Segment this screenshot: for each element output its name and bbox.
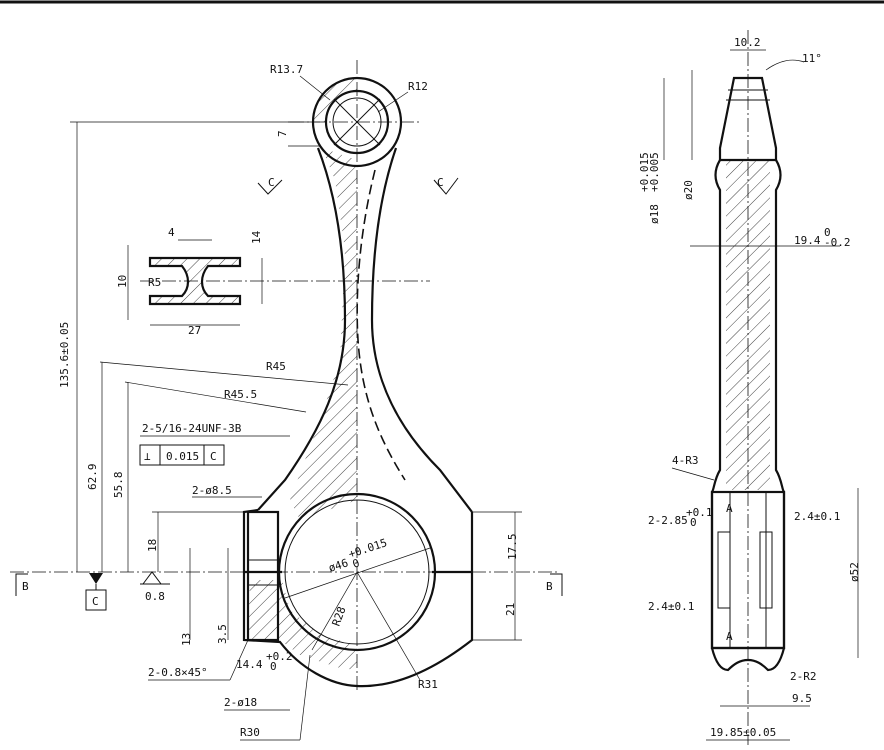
- tol-datum: C: [210, 450, 217, 463]
- big-end-outer: [242, 508, 474, 688]
- label-d17-5: 17.5: [506, 534, 519, 561]
- section-b-left-label: B: [22, 580, 29, 593]
- label-o52: ø52: [848, 562, 861, 582]
- label-side-11deg: 11°: [802, 52, 822, 65]
- label-r13-7: R13.7: [270, 63, 303, 76]
- label-d7: 7: [276, 130, 289, 137]
- label-d21: 21: [504, 603, 517, 616]
- label-width: 14.4: [236, 658, 263, 671]
- label-beam: 19.4: [794, 234, 821, 247]
- bolt-hole-section: [246, 510, 280, 642]
- section-c-right-arrow: [433, 177, 459, 195]
- datum-box: [85, 589, 107, 611]
- label-d13: 13: [180, 633, 193, 646]
- front-view: C C R13.7 R12 7 4 14 10 R5 27 135.6±0.05…: [10, 60, 563, 741]
- side-view: 10.2 11° ø18 +0.015 +0.005 ø20 19.4 0 -0…: [638, 30, 861, 745]
- label-d62-9: 62.9: [86, 464, 99, 491]
- label-d3-5: 3.5: [216, 624, 229, 644]
- label-r5: R5: [148, 276, 161, 289]
- rod-beam-left: [257, 147, 347, 511]
- section-b-left-arrow: [15, 573, 28, 596]
- leader-r12: [377, 91, 409, 113]
- tol-value: 0.015: [166, 450, 199, 463]
- label-pin-upper: +0.015: [638, 152, 651, 192]
- side-beam-hatch: [726, 160, 770, 490]
- label-d0-8: 0.8: [145, 590, 165, 603]
- label-chamfer: 2-0.8×45°: [148, 666, 208, 679]
- perpendicular-icon: ⊥: [144, 450, 151, 463]
- label-o18: 2-ø18: [224, 696, 257, 709]
- label-overall-length: 135.6±0.05: [58, 322, 71, 388]
- label-d4: 4: [168, 226, 175, 239]
- angle-arc: [765, 59, 805, 71]
- section-c-left-label: C: [268, 176, 275, 189]
- label-big-bore: ø46: [327, 556, 350, 575]
- label-r31: R31: [418, 678, 438, 691]
- label-side-10-2: 10.2: [734, 36, 761, 49]
- label-d18: 18: [146, 539, 159, 552]
- front-section-hatch: [248, 78, 357, 670]
- leader-r30-2: [299, 654, 311, 741]
- label-d9-5: 9.5: [792, 692, 812, 705]
- label-hole-8-5: 2-ø8.5: [192, 484, 232, 497]
- leader-r28: [311, 571, 358, 651]
- label-d55-8: 55.8: [112, 472, 125, 499]
- leader-r13-7: [299, 75, 331, 101]
- small-end-cross-2: [333, 98, 381, 146]
- datum-triangle: [89, 573, 103, 584]
- side-big-end: [710, 490, 786, 650]
- label-slot: 2-2.85: [648, 514, 688, 527]
- label-pin: ø18: [648, 204, 661, 224]
- label-big-bore-lower: 0: [351, 556, 361, 570]
- mark-a2: A: [726, 630, 733, 643]
- label-r2: 2-R2: [790, 670, 817, 683]
- label-d14: 14: [250, 230, 263, 244]
- side-slot-left: [717, 531, 731, 609]
- leader-chamfer-2: [229, 639, 249, 681]
- label-r45: R45: [266, 360, 286, 373]
- label-s2-4-top: 2.4±0.1: [794, 510, 840, 523]
- small-end-bore-chamfer: [332, 97, 382, 147]
- label-width-total: 19.85±0.05: [710, 726, 776, 739]
- label-width-upper: +0.2: [266, 650, 293, 663]
- label-d10: 10: [116, 275, 129, 288]
- label-s2-4-left: 2.4±0.1: [648, 600, 694, 613]
- label-r45-5: R45.5: [224, 388, 257, 401]
- leader-r45-5: [124, 381, 307, 413]
- label-beam-lower: -0.2: [824, 236, 851, 249]
- section-c-right-label: C: [437, 176, 444, 189]
- datum-label: C: [92, 595, 99, 608]
- section-b-right-arrow: [550, 573, 563, 596]
- section-c-left-arrow: [257, 179, 283, 195]
- label-r28: R28: [330, 605, 349, 628]
- label-width-lower: 0: [270, 660, 277, 673]
- section-b-right-label: B: [546, 580, 553, 593]
- label-pin-lower: +0.005: [648, 152, 661, 192]
- label-side-o20: ø20: [682, 180, 695, 200]
- surface-triangle: [142, 571, 162, 585]
- big-end-bore-chamfer: [284, 499, 430, 645]
- label-d27: 27: [188, 324, 201, 337]
- label-slot-lower: 0: [690, 516, 697, 529]
- rod-beam-hidden-groove: [356, 169, 406, 481]
- label-r30: R30: [240, 726, 260, 739]
- rod-beam-right: [370, 147, 473, 513]
- tolerance-frame: [139, 444, 225, 466]
- label-r12: R12: [408, 80, 428, 93]
- label-slot-upper: +0.1: [686, 506, 713, 519]
- leader-r31: [356, 571, 421, 681]
- label-r3: 4-R3: [672, 454, 699, 467]
- label-thread: 2-5/16-24UNF-3B: [142, 422, 242, 435]
- side-cap: [710, 647, 786, 672]
- mark-a1: A: [726, 502, 733, 515]
- leader-r3: [671, 467, 715, 481]
- label-beam-upper: 0: [824, 226, 831, 239]
- leader-r45: [99, 361, 349, 386]
